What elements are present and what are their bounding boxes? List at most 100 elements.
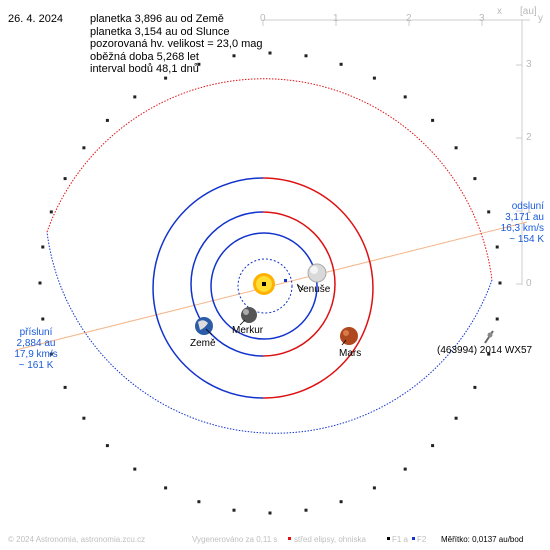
venus-label: Venuše [297,284,331,295]
aphelion-temp: ~ 154 K [509,234,544,245]
orbit-point [431,118,435,122]
earth-orbit-red [262,211,336,357]
perihelion-temp: ~ 161 K [18,360,54,371]
orbit-point [339,500,343,504]
earth-icon [195,317,213,335]
orbit-point [197,500,201,504]
orbit-point [473,385,477,389]
x-axis-letter: x [497,6,502,17]
info-panel: planetka 3,896 au od Země planetka 3,154… [90,13,263,76]
orbit-point-markers [38,51,502,515]
orbit-point [82,416,86,420]
orbit-point [164,76,168,80]
orbit-point [473,177,477,181]
orbit-point [63,385,67,389]
orbit-point [164,486,168,490]
venus-orbit [210,232,318,340]
orbit-point [495,317,499,321]
perihelion-distance: 2,884 au [16,338,56,349]
earth-label: Země [190,338,216,349]
orbit-point [105,444,109,448]
generated-time: Vygenerováno za 0,11 s [192,535,278,544]
orbit-point [304,508,308,512]
aphelion-block: odsluní 3,171 au 16,3 km/s ~ 154 K [501,201,544,245]
aphelion-distance: 3,171 au [505,212,544,223]
mercury-icon [241,307,257,323]
legend-center-label: střed elipsy, ohniska [294,535,366,544]
mars-orbit-blue [152,177,264,399]
info-line-distance-sun: planetka 3,154 au od Slunce [90,25,230,38]
ellipse-center-marker [284,279,287,282]
mars-label: Mars [339,348,362,359]
asteroid-orbit-blue-half [46,231,493,434]
sun-icon [253,273,275,295]
orbit-point [431,444,435,448]
copyright-text: © 2024 Astronomia, astronomia.zcu.cz [8,535,146,544]
unit-label: [au] [520,6,537,17]
orbit-point [38,281,42,285]
orbit-point [403,95,407,99]
mercury-pointer [239,319,246,326]
orbit-point [454,146,458,150]
orbit-point [372,76,376,80]
perihelion-block: přísluní 2,884 au 17,9 km/s ~ 161 K [10,327,62,371]
legend-f2-marker [412,537,415,540]
date-label: 26. 4. 2024 [8,13,64,25]
venus-pointer [296,283,304,291]
earth-orbit-blue [190,211,264,357]
scale-label: Měřítko: 0,0137 au/bod [441,535,524,544]
y-tick-label: 2 [526,132,532,143]
asteroid-orbit [38,51,502,515]
legend-f2-label: F2 [417,535,427,544]
legend-center-marker [288,537,291,540]
legend-f1-label: F1 a [392,535,409,544]
orbit-point [63,177,67,181]
earth-pointer [205,328,213,336]
orbit-point [105,118,109,122]
mars-pointer [341,339,347,346]
orbit-point [454,416,458,420]
venus-icon [307,263,327,283]
y-tick-label: 3 [526,59,532,70]
orbit-point [82,146,86,150]
mars-icon [340,327,358,345]
x-tick-label: 0 [260,13,266,24]
x-tick-label: 2 [406,13,412,24]
orbit-point [403,467,407,471]
asteroid-label: (463994) 2014 WX57 [437,345,533,356]
y-tick-label: 0 [526,278,532,289]
orbit-point [304,54,308,58]
orbit-point [495,245,499,249]
mercury-orbit [237,258,293,314]
orbit-point [41,245,45,249]
mercury-label: Merkur [232,325,264,336]
orbit-point [232,54,236,58]
orbit-point [41,317,45,321]
orbit-point [498,281,502,285]
orbit-point [372,486,376,490]
info-line-magnitude: pozorovaná hv. velikost = 23,0 mag [90,38,263,50]
orbit-point [487,352,491,356]
orbit-point [487,210,491,214]
orbit-point [133,95,137,99]
aphelion-title: odsluní [511,201,544,212]
orbit-point [49,210,53,214]
orbit-point [268,51,272,55]
orbit-point [49,352,53,356]
mars-orbit-red [262,177,374,399]
orbit-point [339,62,343,66]
perihelion-speed: 17,9 km/s [14,349,58,360]
asteroid-orbit-red-half [46,78,493,281]
y-tick-label: 1 [526,205,532,216]
info-line-distance-earth: planetka 3,896 au od Země [90,13,224,25]
orbit-point [268,511,272,515]
asteroid-icon [484,330,494,344]
perihelion-title: přísluní [19,327,53,338]
orbit-point [197,62,201,66]
y-axis-letter: y [538,13,543,24]
x-tick-label: 3 [479,13,485,24]
orbit-point [133,467,137,471]
aphelion-speed: 16,3 km/s [500,223,544,234]
x-tick-label: 1 [333,13,339,24]
